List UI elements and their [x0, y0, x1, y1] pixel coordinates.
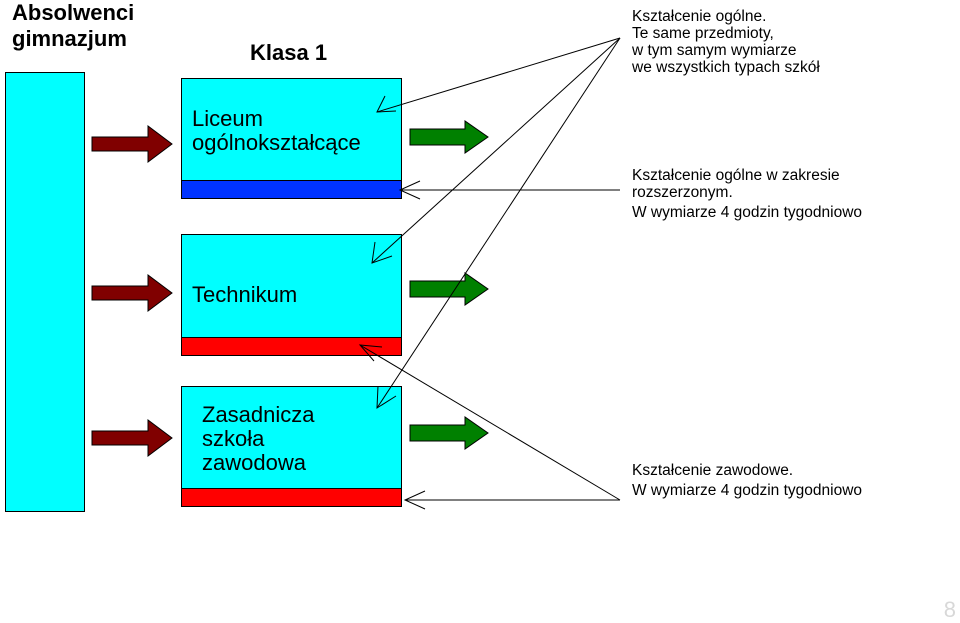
page-number: 8: [943, 597, 956, 622]
arrowhead-vocational-zasadnicza-icon: [403, 490, 426, 510]
note-line: we wszystkich typach szkół: [632, 59, 820, 76]
note-line: W wymiarze 4 godzin tygodniowo: [632, 482, 863, 499]
school-label-line: Zasadnicza: [202, 402, 315, 427]
note-line: w tym samym wymiarze: [632, 42, 797, 59]
school-label-line: zawodowa: [202, 450, 306, 475]
school-label-liceum: Liceum ogólnokształcące: [192, 107, 361, 155]
graduates-column: [5, 72, 85, 512]
note-line: rozszerzonym.: [632, 184, 733, 201]
vocational-bar-zasadnicza: [181, 488, 402, 507]
school-label-line: ogólnokształcące: [192, 130, 361, 155]
heading-line-1: Absolwenci: [12, 0, 135, 25]
arrow-to-zasadnicza-icon: [91, 419, 173, 457]
arrowhead-general-technikum-icon: [371, 241, 393, 264]
note-vocational: Kształcenie zawodowe. W wymiarze 4 godzi…: [632, 462, 862, 499]
arrow-to-technikum-icon: [91, 274, 173, 312]
school-label-line: Technikum: [192, 282, 298, 307]
class-label: Klasa 1: [250, 40, 328, 65]
note-line: W wymiarze 4 godzin tygodniowo: [632, 204, 863, 221]
note-line: Kształcenie ogólne w zakresie: [632, 167, 840, 184]
arrowhead-general-zasadnicza-icon: [376, 385, 397, 409]
heading-line-2: gimnazjum: [12, 26, 127, 51]
vocational-bar-technikum: [181, 337, 402, 356]
school-label-zasadnicza: Zasadnicza szkoła zawodowa: [202, 403, 315, 475]
arrow-from-technikum-icon: [409, 272, 489, 306]
heading: Absolwenci gimnazjum: [12, 0, 134, 52]
school-label-line: szkoła: [202, 426, 265, 451]
school-label-technikum: Technikum: [192, 283, 297, 307]
note-extended: Kształcenie ogólne w zakresie rozszerzon…: [632, 167, 862, 221]
arrow-to-liceum-icon: [91, 125, 173, 163]
arrowhead-general-liceum-icon: [376, 95, 397, 113]
note-line: Kształcenie ogólne.: [632, 8, 767, 25]
note-line: Kształcenie zawodowe.: [632, 462, 794, 479]
school-box-liceum: Liceum ogólnokształcące: [181, 78, 402, 181]
arrowhead-extended-liceum-icon: [398, 180, 421, 200]
arrow-from-liceum-icon: [409, 120, 489, 154]
line-general-technikum: [371, 37, 621, 264]
arrowhead-vocational-technikum-icon: [358, 344, 383, 362]
line-vocational-technikum: [359, 344, 621, 501]
school-label-line: Liceum: [192, 106, 263, 131]
line-general-zasadnicza: [376, 37, 621, 409]
line-general-liceum: [376, 37, 621, 113]
note-general: Kształcenie ogólne. Te same przedmioty, …: [632, 8, 820, 76]
arrow-from-zasadnicza-icon: [409, 416, 489, 450]
note-line: Te same przedmioty,: [632, 25, 774, 42]
